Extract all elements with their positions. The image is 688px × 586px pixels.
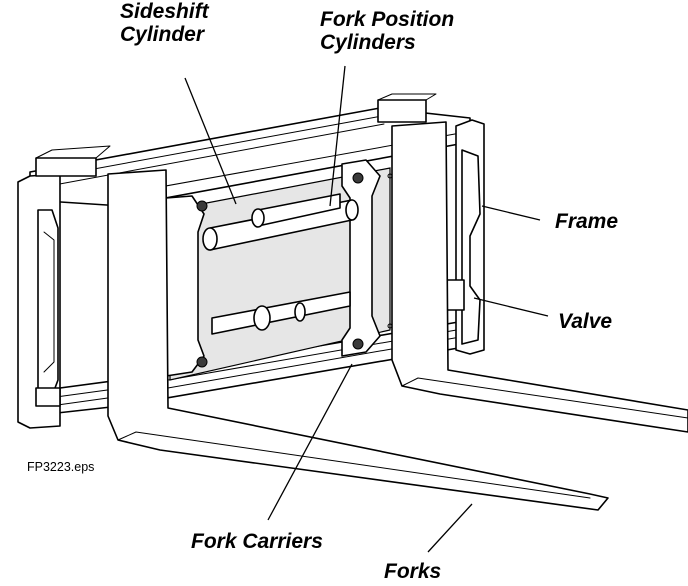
figure-id-label: FP3223.eps (27, 460, 95, 474)
callout-fork-carriers: Fork Carriers (191, 530, 323, 553)
frame-left-end (17, 145, 111, 429)
callout-fork-position-cylinders: Fork Position Cylinders (320, 8, 454, 54)
left-fork-carrier (165, 195, 208, 377)
valve-body (445, 279, 465, 311)
leader-valve (473, 297, 549, 317)
callout-frame: Frame (555, 210, 619, 233)
fork-position-cylinder-upper (251, 193, 341, 228)
left-fork (107, 169, 609, 511)
leader-fork-carriers (267, 363, 353, 521)
callout-sideshift-cylinder-line2: Cylinder (120, 23, 205, 46)
leader-sideshift-cylinder (184, 77, 237, 205)
callout-sideshift-cylinder-line1: Sideshift (120, 0, 209, 23)
callout-fork-position-cylinders-line2: Cylinders (320, 31, 416, 54)
callout-sideshift-cylinder: Sideshift Cylinder (120, 0, 209, 46)
callout-fork-position-cylinders-line1: Fork Position (320, 8, 455, 31)
right-fork (387, 121, 688, 433)
leader-fork-position-cylinders (329, 65, 346, 207)
callout-forks: Forks (384, 560, 442, 583)
fork-position-cylinder-lower (211, 291, 351, 335)
leader-forks (427, 503, 473, 553)
leader-frame (481, 205, 541, 221)
callout-valve: Valve (558, 310, 613, 333)
